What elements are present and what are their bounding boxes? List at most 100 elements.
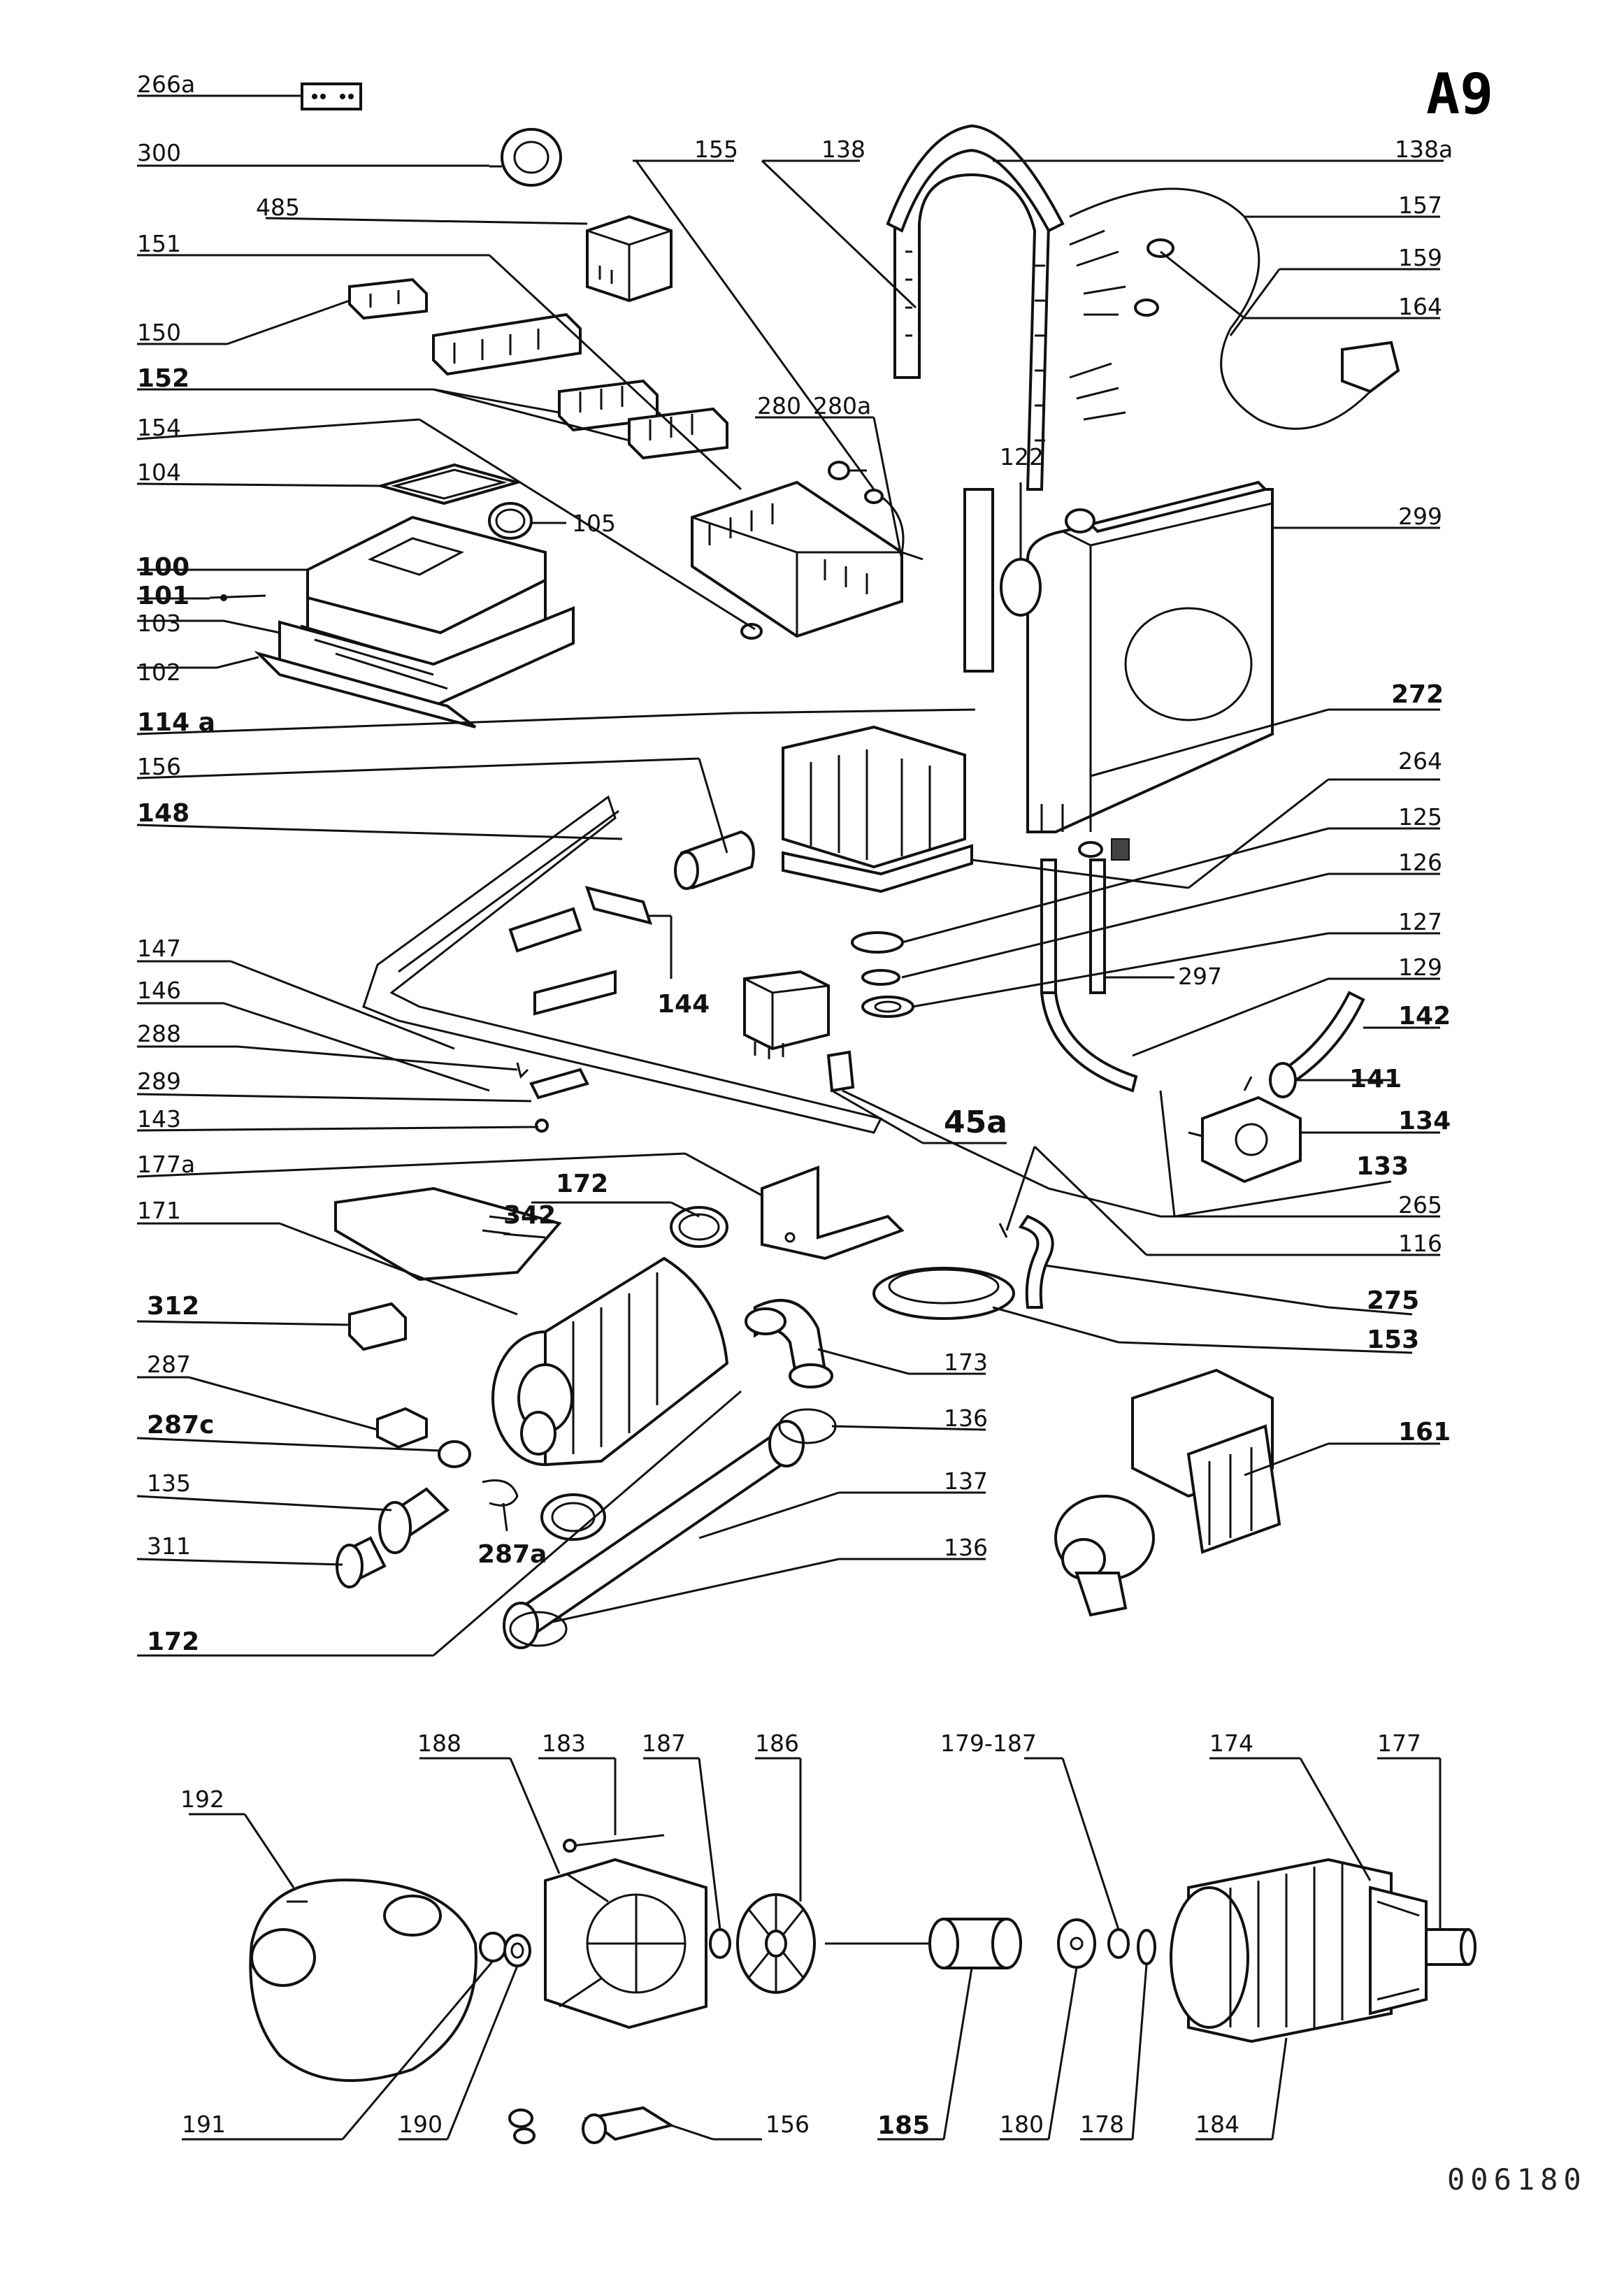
part-152-icon: [558, 379, 728, 460]
label-192: 192: [180, 1786, 224, 1813]
label-45a: 45a: [944, 1105, 1007, 1140]
elbow-173-icon: [745, 1299, 833, 1388]
pump-housing-192-icon: [249, 1879, 477, 2082]
part-134-icon: [1188, 1076, 1302, 1184]
part-125-icon: [851, 931, 904, 954]
label-264: 264: [1398, 747, 1442, 775]
part-287a-icon: [482, 1479, 519, 1507]
leader-lines: [136, 94, 976, 1657]
label-280a: 280a: [813, 392, 871, 419]
control-panel-assembly-icon: [209, 515, 575, 728]
label-157: 157: [1398, 192, 1442, 219]
label-272: 272: [1391, 680, 1444, 709]
label-133: 133: [1356, 1152, 1409, 1181]
label-138a: 138a: [1395, 136, 1453, 163]
label-183: 183: [542, 1730, 586, 1757]
bearing-179-187-icon: [1107, 1928, 1130, 1959]
motor-frame-188-icon: [544, 1858, 707, 2030]
part-485-icon: [586, 215, 673, 303]
part-150-icon: [348, 278, 428, 320]
part-126-icon: [861, 969, 900, 986]
drain-hose-138-icon: [886, 124, 1065, 673]
fan-186-icon: [736, 1893, 816, 1994]
label-141: 141: [1349, 1065, 1402, 1093]
pump-motor-171-icon: [491, 1256, 729, 1467]
stator-184-icon: [1170, 1858, 1393, 2044]
label-164: 164: [1398, 293, 1442, 320]
part-104-icon: [375, 463, 523, 505]
label-136a: 136: [944, 1405, 988, 1432]
part-187-icon: [709, 1928, 731, 1959]
label-179-187: 179-187: [940, 1730, 1037, 1757]
label-150: 150: [137, 319, 181, 346]
label-136b: 136: [944, 1534, 988, 1561]
label-143: 143: [137, 1105, 181, 1133]
label-180: 180: [1000, 2111, 1044, 2138]
label-300: 300: [137, 139, 181, 166]
hose-275-icon: [998, 1214, 1054, 1309]
label-142: 142: [1398, 1002, 1451, 1030]
label-174: 174: [1209, 1730, 1253, 1757]
label-287: 287: [147, 1351, 191, 1378]
label-185: 185: [877, 2111, 930, 2140]
hose-137-icon: [503, 1420, 805, 1649]
shaft-end-177-icon: [1425, 1928, 1476, 1966]
label-311: 311: [147, 1532, 191, 1560]
label-100: 100: [137, 553, 189, 582]
label-101: 101: [137, 582, 189, 610]
label-152: 152: [137, 364, 189, 393]
part-127-icon: [861, 996, 914, 1018]
capacitor-156b-icon: [508, 2106, 675, 2144]
label-102: 102: [137, 659, 181, 686]
part-151-icon: [432, 313, 582, 376]
label-287a: 287a: [477, 1540, 547, 1569]
label-275: 275: [1367, 1286, 1419, 1315]
part-180-icon: [1057, 1918, 1096, 1969]
screw-183-icon: [563, 1834, 665, 1853]
label-148: 148: [137, 799, 189, 828]
part-142-icon: [1269, 991, 1365, 1098]
label-104: 104: [137, 459, 181, 486]
label-289: 289: [137, 1068, 181, 1095]
label-288: 288: [137, 1020, 181, 1047]
rotor-185-icon: [825, 1918, 1022, 1969]
label-147: 147: [137, 935, 181, 962]
part-144-icon: [584, 886, 653, 925]
label-105: 105: [572, 510, 616, 537]
clamp-136b-icon: [509, 1611, 568, 1647]
label-172a: 172: [556, 1170, 608, 1198]
label-299: 299: [1398, 503, 1442, 530]
label-191: 191: [182, 2111, 226, 2138]
heater-148-icon: [362, 795, 883, 1134]
label-190: 190: [398, 2111, 443, 2138]
part-311-icon: [336, 1536, 387, 1588]
label-154: 154: [137, 414, 181, 441]
part-289-icon: [529, 1068, 589, 1100]
label-172b: 172: [147, 1628, 199, 1656]
label-155: 155: [694, 136, 738, 163]
part-191-icon: [479, 1932, 507, 1962]
washer-178-icon: [1137, 1929, 1156, 1965]
part-300-icon: [489, 128, 562, 187]
capacitor-156a-icon: [674, 830, 755, 890]
part-287c-icon: [438, 1440, 471, 1468]
tub-housing-299-icon: [1000, 480, 1274, 833]
label-138: 138: [821, 136, 865, 163]
label-342: 342: [503, 1201, 556, 1230]
label-122: 122: [1000, 443, 1044, 471]
label-312: 312: [147, 1292, 199, 1321]
label-177: 177: [1377, 1730, 1421, 1757]
drawing-number: 006180: [1447, 2162, 1587, 2197]
part-143-icon: [535, 1119, 549, 1133]
label-265: 265: [1398, 1191, 1442, 1219]
part-135-icon: [378, 1487, 450, 1554]
label-129: 129: [1398, 954, 1442, 981]
mains-cable-157-icon: [1069, 187, 1400, 430]
part-190-icon: [503, 1934, 531, 1967]
part-264-icon: [1078, 838, 1130, 861]
label-184: 184: [1195, 2111, 1239, 2138]
part-154-icon: [691, 480, 903, 640]
label-297: 297: [1178, 963, 1222, 990]
label-485: 485: [256, 194, 300, 221]
